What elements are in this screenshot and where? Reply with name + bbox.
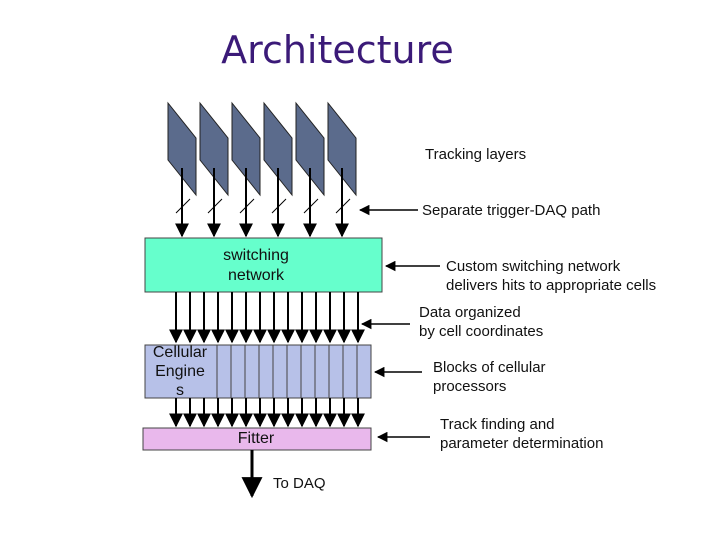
fitter-label: Fitter [237, 430, 275, 447]
trigger-path-ticks [175, 198, 351, 214]
switching-network-label: switching network [223, 247, 289, 284]
cellular-engine-cell [230, 344, 246, 399]
annotation-tracking-layers: Tracking layers [425, 146, 527, 163]
switch-output-arrows [169, 292, 365, 344]
cellular-engine-cell [286, 344, 302, 399]
cellular-engine-cell [244, 344, 260, 399]
tracking-layer-6 [327, 101, 357, 197]
cellular-engine-main [144, 344, 218, 399]
cellular-output-arrows [169, 398, 365, 428]
switching-network-box [144, 237, 383, 293]
cellular-engine-cell [314, 344, 330, 399]
cellular-engine-label: Cellular Engine s [152, 344, 208, 399]
fitter-box [142, 427, 372, 451]
annotation-arrows [358, 204, 440, 443]
tracking-layer-3 [231, 101, 261, 197]
page-title: Architecture [221, 28, 454, 72]
cellular-engine-cell [216, 344, 232, 399]
annotation-track-finding: Track finding and parameter determinatio… [440, 416, 604, 452]
to-daq-label: To DAQ [273, 475, 326, 492]
tracking-layer-4 [263, 101, 293, 197]
annotation-data-organized: Data organized by cell coordinates [419, 304, 544, 340]
cellular-engine-cell [342, 344, 358, 399]
cellular-engine-cell [258, 344, 274, 399]
cellular-engine-cell [356, 344, 372, 399]
cellular-engine-cell [300, 344, 316, 399]
annotation-trigger-path: Separate trigger-DAQ path [422, 202, 601, 219]
cellular-engine-cell [328, 344, 344, 399]
annotation-custom-switching: Custom switching network delivers hits t… [446, 258, 657, 294]
tracking-layer-1 [167, 101, 197, 197]
tracking-layers [167, 101, 357, 197]
tracking-layer-5 [295, 101, 325, 197]
tracking-layer-2 [199, 101, 229, 197]
layer-output-arrows [175, 168, 349, 238]
annotation-cellular-blocks: Blocks of cellular processors [433, 359, 546, 395]
cellular-engines [144, 344, 372, 399]
cellular-engine-cell [272, 344, 288, 399]
